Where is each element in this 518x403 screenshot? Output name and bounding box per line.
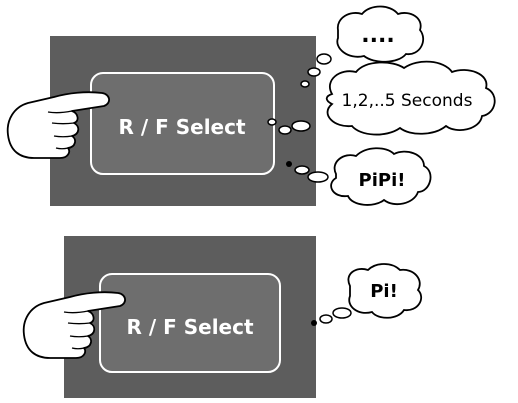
rf-select-button-label: R / F Select (126, 315, 254, 339)
bubble-pipi-text: PiPi! (359, 170, 406, 191)
rf-select-button[interactable] (99, 273, 281, 373)
thought-dots (311, 307, 352, 326)
bubble-seconds-text: 1,2,..5 Seconds (342, 91, 473, 111)
bubble-dots-text: .... (361, 23, 394, 48)
thought-bubble-pi: Pi! (347, 263, 423, 319)
rf-select-button-label: R / F Select (118, 115, 246, 139)
thought-bubble-pipi: PiPi! (330, 147, 432, 206)
thought-bubble-dots: .... (336, 5, 425, 63)
top-panel: R / F Select .... 1,2,..5 Seconds (6, 5, 496, 206)
thought-bubble-seconds: 1,2,..5 Seconds (325, 60, 496, 136)
bubble-pi-text: Pi! (370, 281, 398, 302)
thought-dots (267, 53, 332, 183)
bottom-panel: R / F Select Pi! (22, 236, 423, 398)
